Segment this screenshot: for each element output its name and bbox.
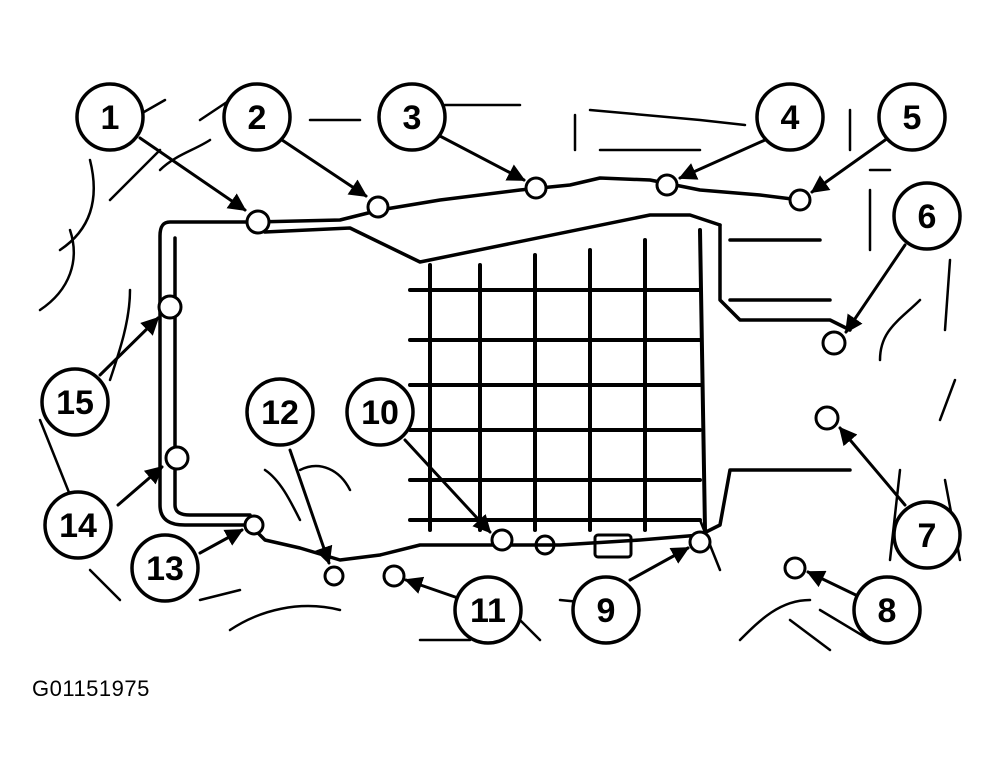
bolt-1 [245, 209, 271, 235]
callout-7: 7 [892, 500, 962, 570]
drain-plug [534, 533, 633, 559]
callout-9: 9 [571, 575, 641, 645]
bolt-2 [366, 195, 390, 219]
callout-12-label: 12 [261, 394, 299, 432]
callout-7-label: 7 [918, 517, 937, 555]
bolt-9 [688, 530, 712, 554]
callout-6: 6 [892, 181, 962, 251]
bolt-6 [821, 330, 847, 356]
oil-pan-rib-grid [408, 228, 707, 532]
callout-8-label: 8 [878, 592, 897, 630]
callouts: 1 2 3 4 5 6 7 8 [40, 82, 962, 645]
callout-13-label: 13 [146, 550, 184, 588]
callout-2-label: 2 [248, 99, 267, 137]
engine-sketch-lines [38, 98, 962, 652]
callout-15-label: 15 [56, 384, 94, 422]
bolt-11 [382, 564, 406, 588]
oil-pan-outline [158, 176, 852, 562]
callout-14-label: 14 [59, 507, 97, 545]
callout-8: 8 [852, 575, 922, 645]
callout-5: 5 [877, 82, 947, 152]
callout-14: 14 [43, 490, 113, 560]
callout-4: 4 [755, 82, 825, 152]
bolt-14 [164, 445, 190, 471]
bolt-5 [788, 188, 812, 212]
leader-arrows [98, 133, 907, 600]
figure-id: G01151975 [32, 676, 150, 701]
bolt-13 [243, 514, 265, 536]
callout-2: 2 [222, 82, 292, 152]
callout-15: 15 [40, 367, 110, 437]
bolt-10 [490, 528, 514, 552]
callout-12: 12 [245, 377, 315, 447]
bolts [157, 173, 847, 588]
callout-9-label: 9 [597, 592, 616, 630]
callout-11-label: 11 [470, 592, 506, 630]
callout-3: 3 [377, 82, 447, 152]
callout-3-label: 3 [403, 99, 422, 137]
callout-1: 1 [75, 82, 145, 152]
callout-4-label: 4 [781, 99, 800, 137]
bolt-7 [814, 405, 840, 431]
callout-10-label: 10 [361, 394, 399, 432]
bolt-15 [157, 294, 183, 320]
bolt-12 [323, 565, 345, 587]
callout-11: 11 [453, 575, 523, 645]
bolt-4 [655, 173, 679, 197]
bolt-3 [524, 176, 548, 200]
callout-5-label: 5 [903, 99, 922, 137]
callout-1-label: 1 [101, 99, 120, 137]
callout-13: 13 [130, 533, 200, 603]
bolt-8 [783, 556, 807, 580]
callout-10: 10 [345, 377, 415, 447]
callout-6-label: 6 [918, 198, 937, 236]
